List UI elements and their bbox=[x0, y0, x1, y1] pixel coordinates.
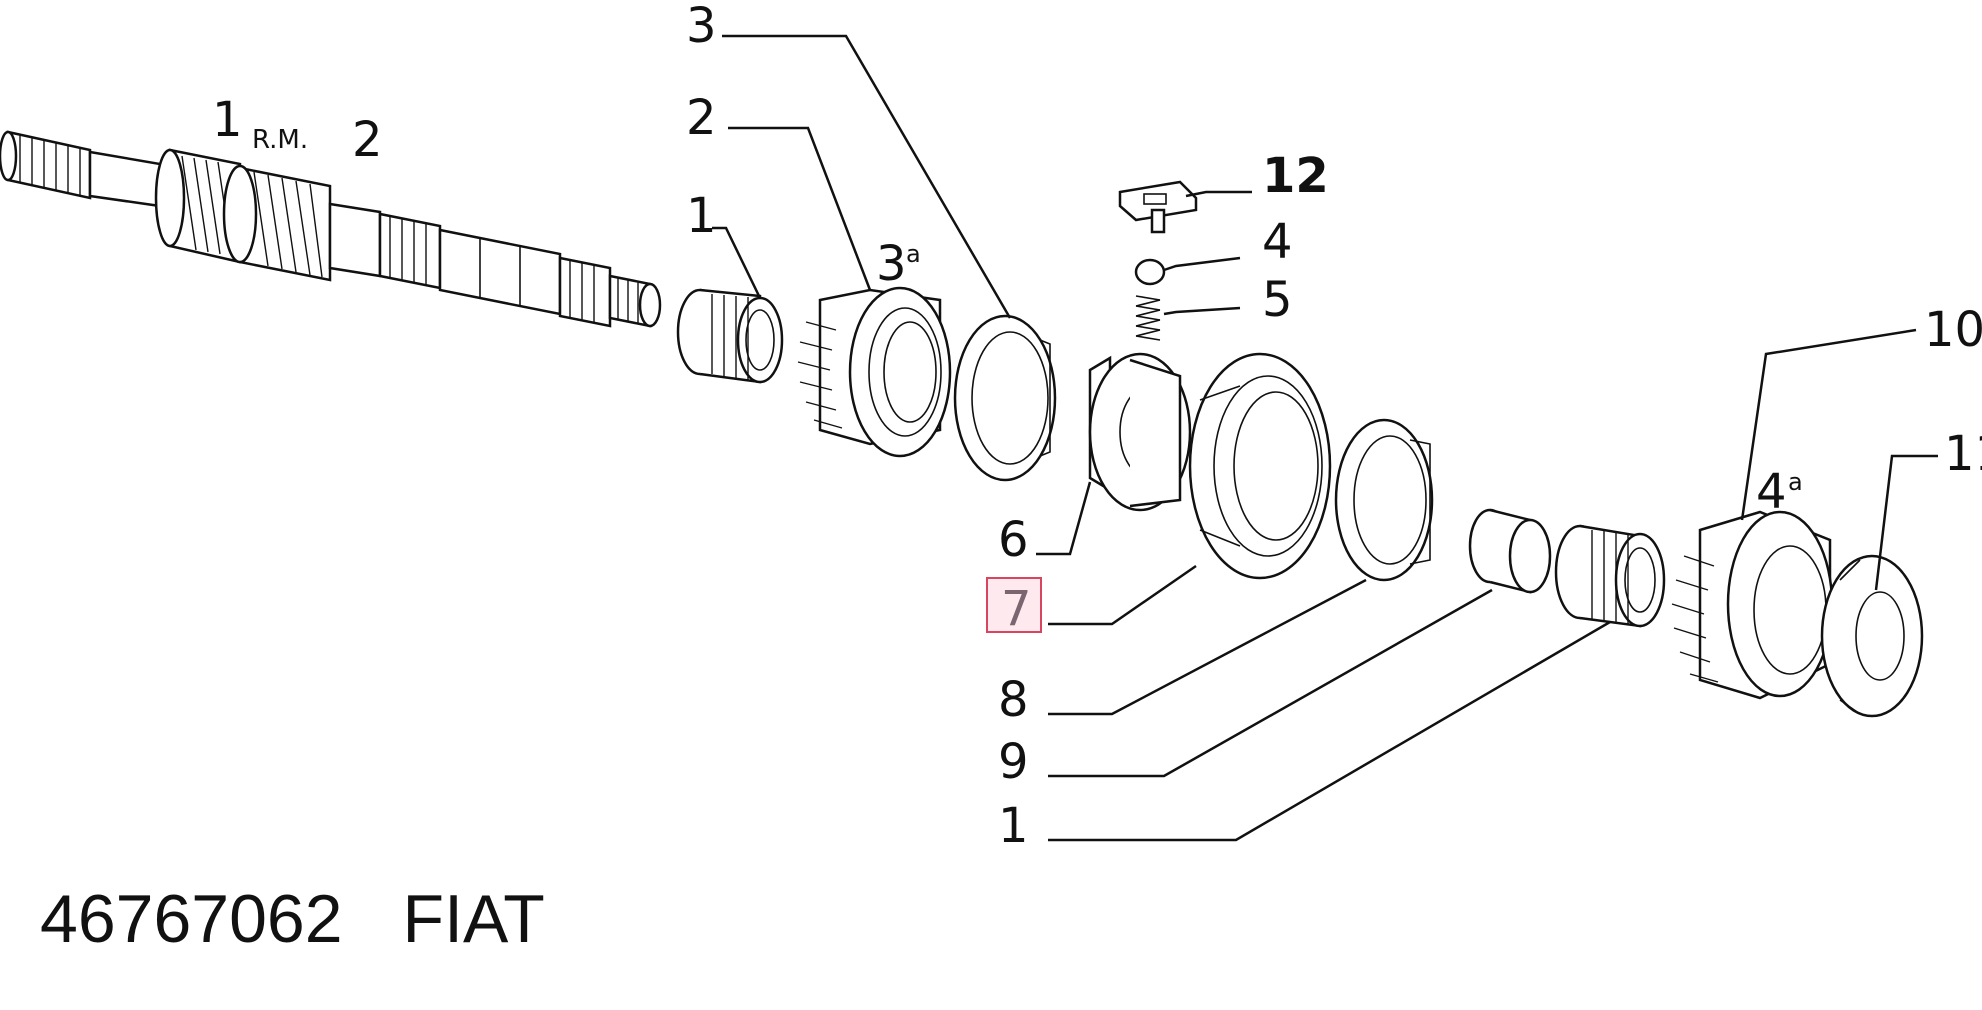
bushing bbox=[1468, 508, 1552, 594]
leader-5 bbox=[1163, 306, 1241, 316]
needle-bearing-lower bbox=[1554, 524, 1666, 628]
needle-bearing-upper bbox=[676, 288, 784, 384]
third-gear bbox=[797, 286, 952, 458]
callout-2: 2 bbox=[686, 90, 717, 146]
callout-11: 11 bbox=[1944, 426, 1982, 482]
leader-8 bbox=[1048, 578, 1367, 716]
leader-7 bbox=[1048, 564, 1197, 626]
callout-10: 10 bbox=[1924, 302, 1982, 358]
callout-9: 9 bbox=[998, 734, 1029, 790]
fourth-gear bbox=[1671, 510, 1834, 700]
synchro-sleeve bbox=[1188, 352, 1332, 580]
callout-12: 12 bbox=[1262, 148, 1329, 204]
synchro-ring-lower bbox=[1334, 418, 1434, 582]
gear-4-label: 4 bbox=[1756, 464, 1787, 520]
detent-key bbox=[1118, 180, 1198, 234]
callout-4: 4 bbox=[1262, 214, 1293, 270]
callout-7[interactable]: 7 bbox=[1001, 581, 1032, 637]
leader-10 bbox=[1740, 328, 1917, 521]
callout-8: 8 bbox=[998, 672, 1029, 728]
detent-spring bbox=[1135, 295, 1161, 341]
leader-12 bbox=[1185, 190, 1252, 198]
footer: 46767062 FIAT bbox=[40, 880, 545, 958]
callout-shaft-2: 2 bbox=[352, 112, 383, 168]
leader-6 bbox=[1036, 481, 1092, 556]
leader-11 bbox=[1874, 454, 1938, 591]
callout-3: 3 bbox=[686, 0, 717, 54]
synchro-hub bbox=[1088, 352, 1192, 512]
callout-1-bearing: 1 bbox=[686, 188, 717, 244]
part-number: 46767062 bbox=[40, 881, 343, 957]
callout-6: 6 bbox=[998, 512, 1029, 568]
leader-1-lower bbox=[1048, 620, 1611, 842]
leader-9 bbox=[1048, 588, 1493, 778]
highlight-box-7[interactable] bbox=[986, 577, 1042, 633]
brand-name: FIAT bbox=[402, 881, 545, 957]
main-shaft bbox=[0, 130, 662, 328]
callout-shaft-1: 1 bbox=[212, 92, 243, 148]
detent-ball bbox=[1134, 258, 1166, 286]
leader-2 bbox=[728, 126, 872, 291]
synchro-ring-upper bbox=[953, 314, 1057, 482]
leader-1-upper bbox=[712, 226, 762, 299]
gear-3-sup: a bbox=[906, 240, 921, 268]
callout-5: 5 bbox=[1262, 272, 1293, 328]
callout-shaft-rm: R.M. bbox=[252, 125, 308, 155]
gear-4-sup: a bbox=[1788, 468, 1803, 496]
leader-4 bbox=[1163, 256, 1241, 272]
callout-1-lower: 1 bbox=[998, 798, 1029, 854]
gear-3-label: 3 bbox=[876, 236, 907, 292]
thrust-washer bbox=[1820, 554, 1924, 718]
leader-3 bbox=[722, 34, 1012, 319]
